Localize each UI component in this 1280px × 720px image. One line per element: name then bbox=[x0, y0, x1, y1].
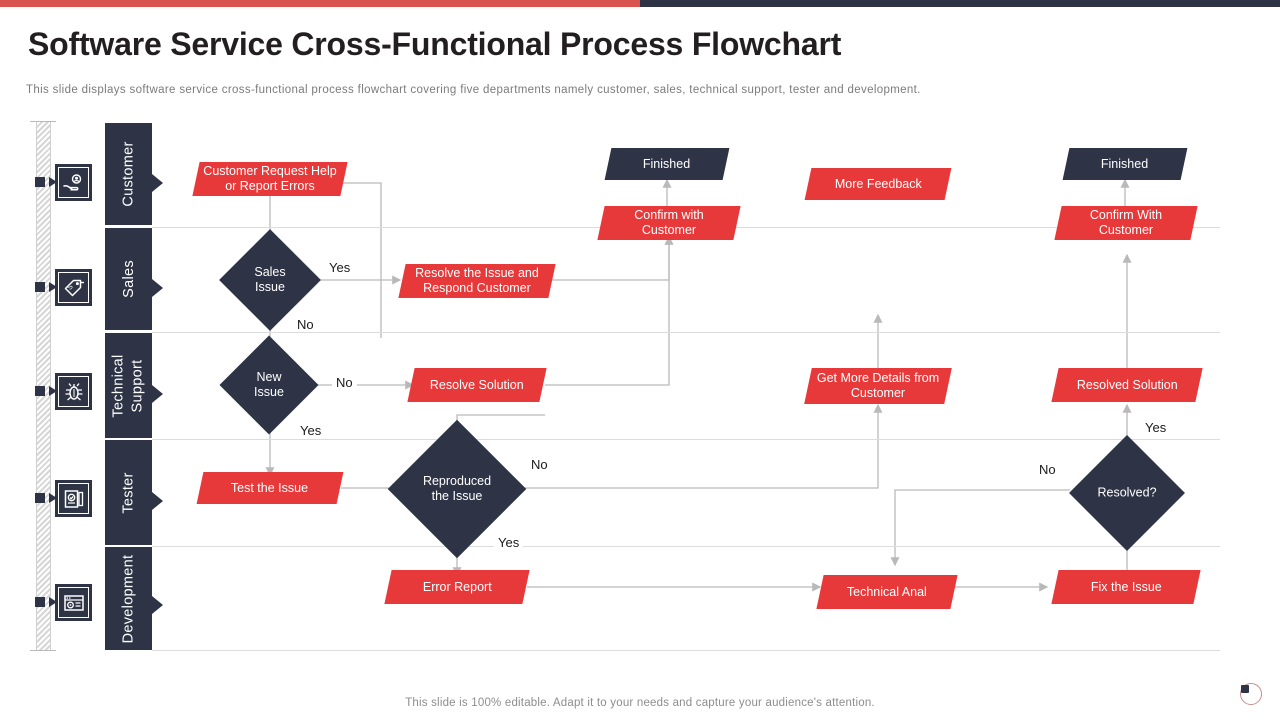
lane-arrow-technical-support bbox=[152, 385, 163, 403]
customer-care-icon bbox=[55, 164, 92, 201]
logo-dot-icon bbox=[1241, 685, 1249, 693]
node-fix-the-issue[interactable]: Fix the Issue bbox=[1051, 570, 1201, 604]
top-bar-red-segment bbox=[0, 0, 640, 7]
rail-marker-tester bbox=[35, 492, 61, 504]
edge-label-resolved-yes: Yes bbox=[1141, 420, 1171, 435]
node-error-report[interactable]: Error Report bbox=[384, 570, 530, 604]
edge-label-reproduced-no: No bbox=[527, 457, 552, 472]
node-finished-right[interactable]: Finished bbox=[1062, 148, 1188, 180]
lane-band-technical-support: Technical Support bbox=[105, 333, 152, 438]
bug-gear-icon bbox=[55, 373, 92, 410]
node-more-feedback[interactable]: More Feedback bbox=[804, 168, 952, 200]
lane-band-customer: Customer bbox=[105, 123, 152, 225]
edge-label-new-issue-yes: Yes bbox=[296, 423, 326, 438]
brand-logo bbox=[1238, 680, 1266, 708]
lane-label-development: Development bbox=[120, 554, 137, 643]
page-title: Software Service Cross-Functional Proces… bbox=[28, 26, 842, 62]
node-finished-mid[interactable]: Finished bbox=[604, 148, 730, 180]
rail-marker-customer bbox=[35, 176, 61, 188]
node-test-the-issue[interactable]: Test the Issue bbox=[196, 472, 344, 504]
edge-label-new-issue-no: No bbox=[332, 375, 357, 390]
lane-arrow-tester bbox=[152, 492, 163, 510]
lane-separator-5 bbox=[152, 650, 1220, 651]
lane-label-customer: Customer bbox=[120, 141, 137, 207]
lane-separator-4 bbox=[152, 546, 1220, 547]
code-window-icon bbox=[55, 584, 92, 621]
node-resolve-solution[interactable]: Resolve Solution bbox=[407, 368, 547, 402]
test-document-icon bbox=[55, 480, 92, 517]
lane-arrow-development bbox=[152, 596, 163, 614]
top-bar-dark-segment bbox=[640, 0, 1280, 7]
lane-separator-2 bbox=[152, 332, 1220, 333]
lane-label-technical-support: Technical Support bbox=[110, 353, 146, 418]
node-confirm-with-customer[interactable]: Confirm with Customer bbox=[597, 206, 741, 240]
flowchart-canvas: S bbox=[0, 110, 1280, 670]
page-subtitle: This slide displays software service cro… bbox=[26, 84, 921, 96]
lane-band-sales: Sales bbox=[105, 228, 152, 330]
rail-cap-top bbox=[30, 121, 56, 122]
lane-band-development: Development bbox=[105, 547, 152, 650]
top-accent-bar bbox=[0, 0, 1280, 7]
edge-label-sales-yes: Yes bbox=[325, 260, 355, 275]
node-customer-request[interactable]: Customer Request Help or Report Errors bbox=[192, 162, 348, 196]
node-technical-anal[interactable]: Technical Anal bbox=[816, 575, 958, 609]
lane-arrow-sales bbox=[152, 279, 163, 297]
lane-arrow-customer bbox=[152, 174, 163, 192]
svg-text:S: S bbox=[66, 283, 74, 291]
node-confirm-with-customer-right[interactable]: Confirm With Customer bbox=[1054, 206, 1198, 240]
rail-marker-development bbox=[35, 596, 61, 608]
lane-band-tester: Tester bbox=[105, 440, 152, 545]
lane-separator-3 bbox=[152, 439, 1220, 440]
edge-label-resolved-no: No bbox=[1035, 462, 1060, 477]
node-resolved-question-label: Resolved? bbox=[1097, 485, 1157, 500]
rail-marker-sales bbox=[35, 281, 61, 293]
rail-marker-technical-support bbox=[35, 385, 61, 397]
lane-label-sales: Sales bbox=[120, 260, 137, 298]
node-get-more-details[interactable]: Get More Details from Customer bbox=[804, 368, 952, 404]
node-resolved-solution[interactable]: Resolved Solution bbox=[1051, 368, 1203, 402]
price-tag-icon: S bbox=[55, 269, 92, 306]
footer-note: This slide is 100% editable. Adapt it to… bbox=[405, 697, 875, 709]
rail-cap-bottom bbox=[30, 650, 56, 651]
logo-ring-icon bbox=[1240, 683, 1262, 705]
edge-label-reproduced-yes: Yes bbox=[494, 535, 524, 550]
lane-label-tester: Tester bbox=[120, 471, 137, 514]
edge-label-sales-no: No bbox=[293, 317, 318, 332]
node-resolve-respond[interactable]: Resolve the Issue and Respond Customer bbox=[398, 264, 556, 298]
